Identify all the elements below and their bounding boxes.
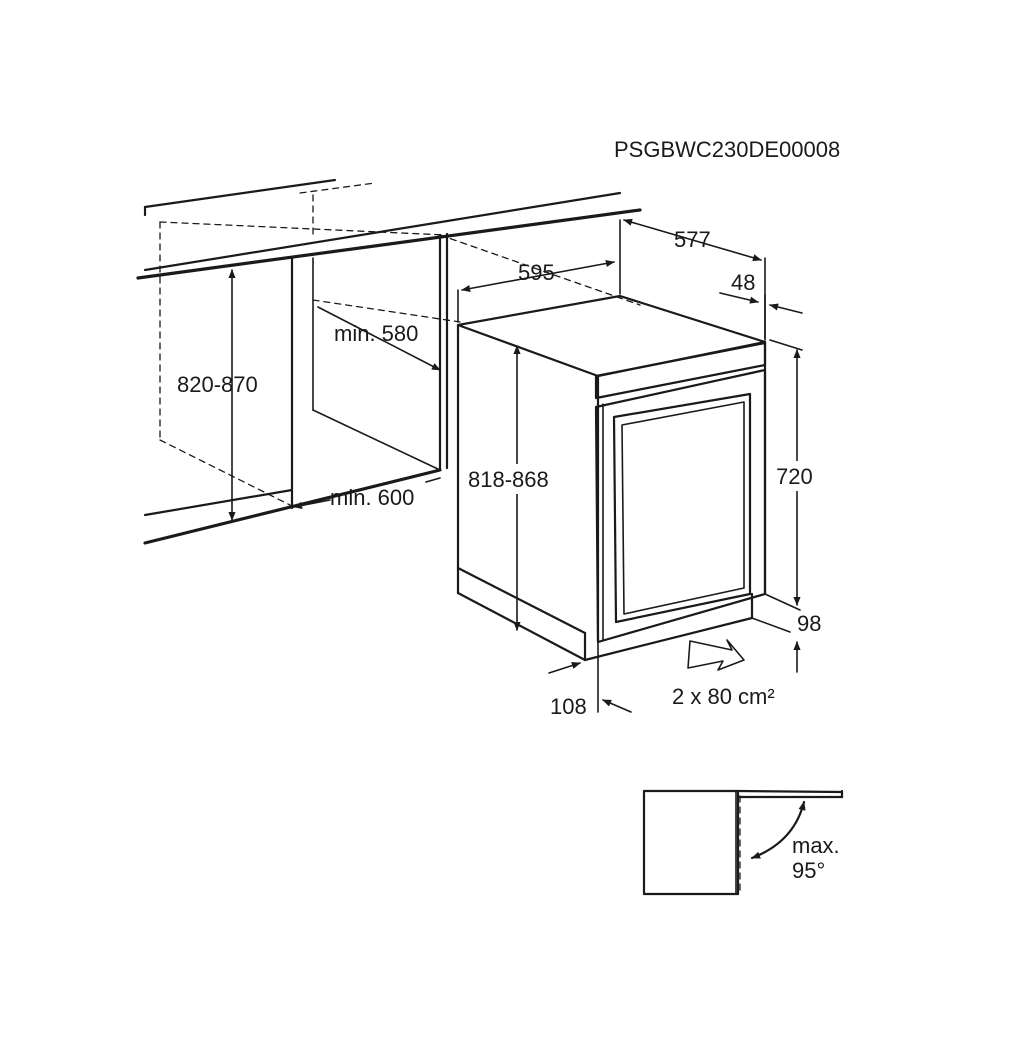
plinth-depth-label: 108 <box>550 694 587 719</box>
appliance-depth-dimension <box>623 218 762 262</box>
appliance-height-label: 818-868 <box>468 467 549 492</box>
cabinet-niche <box>136 178 642 545</box>
ventilation-label: 2 x 80 cm² <box>672 684 775 709</box>
door-angle-max-label: max. <box>792 833 840 858</box>
plinth-depth-arrow-right <box>602 699 632 713</box>
niche-depth-arrow <box>317 306 441 371</box>
appliance-width-dimension <box>461 259 615 293</box>
niche-width-arrow-right <box>425 477 441 483</box>
niche-height-label: 820-870 <box>177 372 258 397</box>
appliance-depth-label: 577 <box>674 227 711 252</box>
niche-width-label: min. 600 <box>330 485 414 510</box>
appliance-body <box>456 294 767 662</box>
door-angle-arrow <box>750 800 806 860</box>
plinth-depth-arrow-left <box>548 662 581 674</box>
niche-width-arrow-left <box>293 499 331 509</box>
door-depth-arrow-right <box>769 303 803 314</box>
door-angle-value-label: 95° <box>792 858 825 883</box>
plinth-height-extension-top <box>764 593 801 611</box>
plinth-height-label: 98 <box>797 611 821 636</box>
door-depth-label: 48 <box>731 270 755 295</box>
door-depth-arrow-left <box>719 292 759 304</box>
niche-depth-label: min. 580 <box>334 321 418 346</box>
plinth-height-extension-bottom <box>751 617 791 633</box>
drawing-code: PSGBWC230DE00008 <box>614 137 840 162</box>
door-opening-detail <box>642 789 844 896</box>
ventilation-arrow-icon <box>687 639 745 671</box>
appliance-width-label: 595 <box>518 260 555 285</box>
door-height-label: 720 <box>776 464 813 489</box>
door-height-extension-top <box>769 339 803 351</box>
